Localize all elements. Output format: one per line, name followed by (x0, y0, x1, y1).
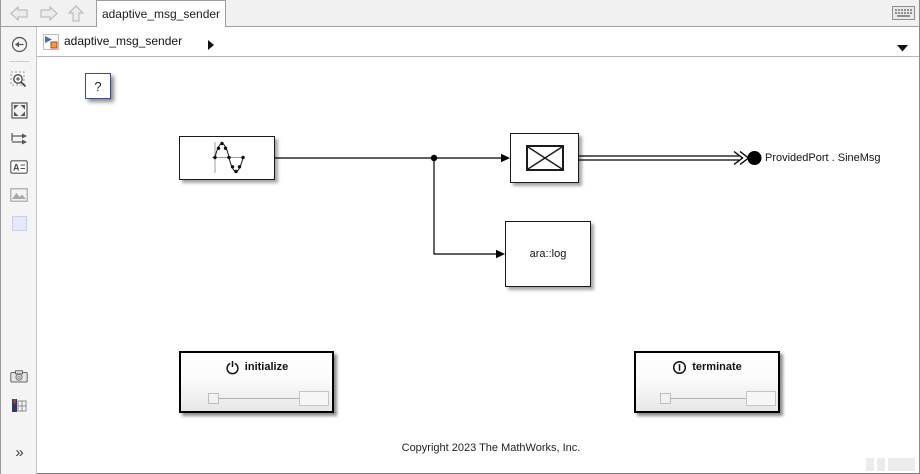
scrollbar-fragments[interactable] (809, 458, 919, 471)
preview-connector (671, 398, 746, 399)
preview-node-small (208, 393, 219, 404)
diagram-canvas[interactable]: ? (37, 57, 920, 473)
camera-icon[interactable] (1, 363, 37, 389)
block-initialize[interactable]: initialize (179, 351, 334, 413)
message-wire-send-to-port[interactable] (579, 150, 750, 166)
back-circle-icon[interactable] (1, 31, 37, 57)
block-unknown[interactable]: ? (85, 73, 111, 99)
simulink-model-icon (43, 34, 59, 55)
up-arrow-icon[interactable] (67, 5, 87, 22)
block-sine-wave[interactable] (179, 136, 275, 180)
breadcrumb[interactable]: adaptive_msg_sender (37, 27, 919, 57)
dropdown-caret[interactable] (897, 39, 908, 57)
scrollbar-fragment[interactable] (888, 458, 915, 471)
palette-strip: A (1, 27, 37, 474)
expand-more-icon[interactable]: » (1, 439, 37, 465)
provided-port-label[interactable]: ProvidedPort . SineMsg (765, 152, 881, 164)
model-report-icon[interactable] (1, 392, 37, 418)
wires-layer[interactable] (37, 57, 920, 473)
annotation-icon[interactable]: A (1, 154, 37, 180)
editor-main: adaptive_msg_sender (1, 27, 920, 474)
preview-node-large (299, 391, 329, 406)
image-icon[interactable] (1, 182, 37, 208)
back-arrow-icon[interactable] (9, 5, 29, 22)
signal-routing-icon[interactable] (1, 126, 37, 152)
terminate-icon (673, 360, 687, 374)
svg-text:A: A (13, 162, 20, 172)
envelope-icon (525, 145, 564, 171)
power-icon (226, 360, 239, 374)
signal-wire-sine-to-aralog[interactable] (433, 158, 499, 255)
breadcrumb-model-label[interactable]: adaptive_msg_sender (64, 34, 183, 48)
tab-bar: adaptive_msg_sender (1, 0, 919, 27)
arrowhead-aralog-input (496, 249, 505, 259)
keyboard-icon[interactable] (892, 6, 915, 25)
scrollbar-fragment[interactable] (866, 458, 874, 471)
terminate-header: terminate (636, 359, 778, 375)
copyright-annotation[interactable]: Copyright 2023 The MathWorks, Inc. (401, 442, 581, 454)
forward-arrow-icon[interactable] (39, 5, 59, 22)
scrollbar-fragment[interactable] (877, 458, 885, 471)
preview-node-small (660, 393, 671, 404)
initialize-header: initialize (181, 359, 332, 375)
breadcrumb-forward-caret[interactable] (207, 37, 215, 55)
preview-node-large (746, 391, 776, 406)
preview-connector (219, 398, 299, 399)
block-message-send[interactable] (510, 133, 579, 183)
terminate-label: terminate (692, 361, 742, 373)
highlight-box-icon[interactable] (1, 210, 37, 236)
expand-more-label: » (15, 443, 23, 461)
tab-label: adaptive_msg_sender (101, 7, 221, 21)
block-terminate[interactable]: terminate (634, 351, 780, 413)
initialize-contents-preview (181, 391, 332, 407)
initialize-label: initialize (244, 361, 289, 373)
block-ara-log[interactable]: ara::log (505, 221, 591, 287)
strip-divider (9, 61, 29, 62)
zoom-region-icon[interactable] (1, 67, 37, 93)
arrowhead-send-input (501, 153, 510, 163)
fit-to-view-icon[interactable] (1, 97, 37, 123)
block-ara-log-label: ara::log (529, 248, 567, 260)
sine-wave-icon (212, 141, 245, 174)
tab-adaptive-msg-sender[interactable]: adaptive_msg_sender (96, 0, 226, 27)
provided-port-terminal[interactable] (747, 151, 762, 165)
block-unknown-label: ? (94, 78, 102, 94)
terminate-contents-preview (636, 391, 778, 407)
